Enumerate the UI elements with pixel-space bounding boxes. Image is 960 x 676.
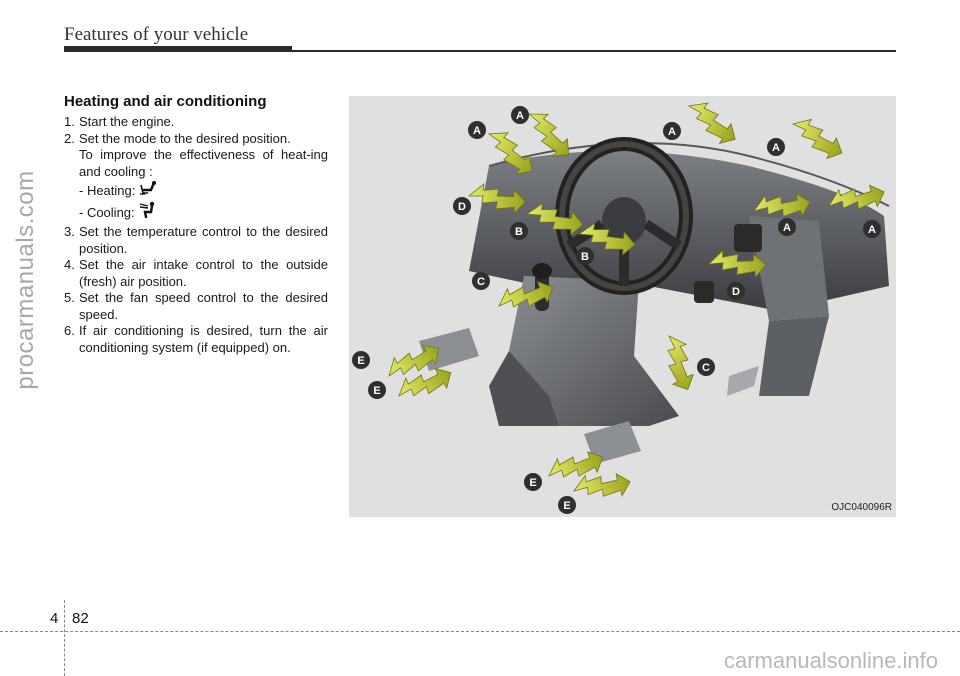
vent-label-a-3: A	[663, 122, 681, 140]
cooling-mode-line: - Cooling:	[64, 201, 328, 224]
face-mode-icon	[139, 201, 159, 224]
vent-label-c-2: C	[697, 358, 715, 376]
vent-label-c-1: C	[472, 272, 490, 290]
step-number: 1.	[64, 114, 75, 129]
svg-text:E: E	[563, 500, 570, 512]
instruction-column: Heating and air conditioning 1. Start th…	[64, 93, 328, 356]
step-item: 5. Set the fan speed control to the desi…	[64, 290, 328, 323]
svg-text:B: B	[515, 226, 523, 238]
step-number: 4.	[64, 257, 75, 272]
heating-mode-line: - Heating:	[64, 180, 328, 201]
step-number: 3.	[64, 224, 75, 239]
header-rule-accent	[64, 46, 292, 52]
step-item: 2. Set the mode to the desired position.	[64, 131, 328, 148]
page-header-title: Features of your vehicle	[64, 24, 249, 45]
vent-label-a-6: A	[863, 220, 881, 238]
vent-label-d-2: D	[727, 282, 745, 300]
vent-diagram-drawing: A A A A A A B B C C D D E E E E	[352, 96, 890, 514]
door-panel	[749, 216, 829, 321]
footer-divider	[64, 600, 65, 676]
step-text: Set the mode to the desired position.	[79, 130, 291, 146]
chapter-number: 4	[50, 610, 59, 627]
header-rule	[64, 50, 896, 52]
vent-label-a-5: A	[778, 218, 796, 236]
svg-text:A: A	[473, 125, 481, 137]
svg-text:A: A	[783, 222, 791, 234]
step-text: If air conditioning is desired, turn the…	[79, 323, 328, 355]
svg-text:A: A	[868, 224, 876, 236]
pedal	[727, 366, 759, 396]
vent-label-a-1: A	[468, 121, 486, 139]
watermark-left-text: procarmanuals.com	[12, 170, 39, 390]
svg-text:A: A	[668, 126, 676, 138]
step-item: 3. Set the temperature control to the de…	[64, 224, 328, 257]
vent-label-a-2: A	[511, 106, 529, 124]
step-text: Set the temperature control to the desir…	[79, 224, 328, 256]
steps-list: 1. Start the engine. 2. Set the mode to …	[64, 114, 328, 356]
svg-text:E: E	[357, 355, 364, 367]
heating-label: - Heating:	[79, 183, 136, 198]
center-console	[509, 276, 679, 426]
svg-text:B: B	[581, 251, 589, 263]
svg-text:A: A	[772, 142, 780, 154]
floor-mode-icon	[139, 180, 159, 201]
section-title: Heating and air conditioning	[64, 93, 267, 110]
vent-label-b-2: B	[576, 247, 594, 265]
figure-code: OJC040096R	[831, 502, 892, 513]
step-text: Set the air intake control to the outsid…	[79, 257, 328, 289]
step-number: 2.	[64, 130, 75, 146]
vent-label-e-4: E	[558, 496, 576, 514]
svg-text:C: C	[702, 362, 710, 374]
cooling-label: - Cooling:	[79, 205, 135, 220]
step-number: 5.	[64, 290, 75, 305]
kick-panel	[759, 316, 829, 396]
vent-label-d-1: D	[453, 197, 471, 215]
step-item: 1. Start the engine.	[64, 114, 328, 131]
svg-text:D: D	[732, 286, 740, 298]
vent-label-e-1: E	[352, 351, 370, 369]
page-number: 82	[72, 610, 89, 627]
step-text: Set the fan speed control to the desired…	[79, 290, 328, 322]
watermark-left: procarmanuals.com	[4, 160, 48, 400]
vent-label-e-3: E	[524, 473, 542, 491]
step-number: 6.	[64, 323, 75, 338]
vent-label-e-2: E	[368, 381, 386, 399]
step-note: To improve the effectiveness of heat-ing…	[79, 147, 328, 179]
console-lower	[489, 351, 559, 426]
vent-label-b-1: B	[510, 222, 528, 240]
step-item: 6. If air conditioning is desired, turn …	[64, 323, 328, 356]
vent-label-a-4: A	[767, 138, 785, 156]
svg-text:A: A	[516, 110, 524, 122]
svg-text:E: E	[373, 385, 380, 397]
floor-duct-rear	[584, 421, 641, 464]
vent-diagram: A A A A A A B B C C D D E E E E OJC04009…	[349, 96, 896, 517]
step-text: Start the engine.	[79, 114, 175, 129]
svg-text:C: C	[477, 276, 485, 288]
footer-rule	[0, 631, 960, 632]
svg-text:E: E	[529, 477, 536, 489]
svg-text:D: D	[458, 201, 466, 213]
watermark-bottom: carmanualsonline.info	[723, 648, 938, 673]
step-item: 4. Set the air intake control to the out…	[64, 257, 328, 290]
